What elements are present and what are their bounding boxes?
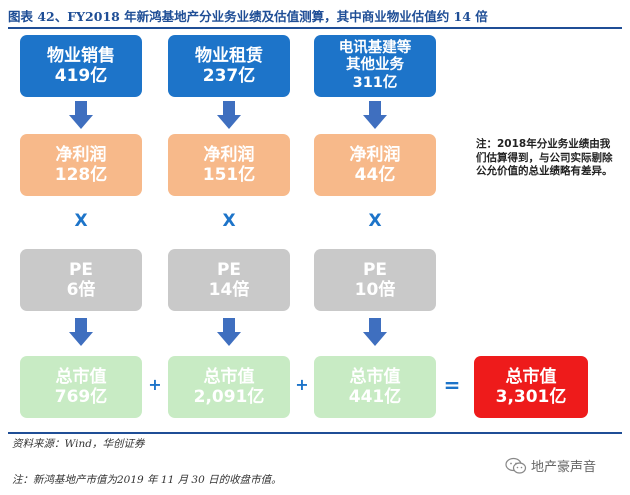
multiply-sign: X — [222, 211, 236, 231]
watermark: 地产豪声音 — [505, 456, 596, 475]
down-arrow-icon — [363, 318, 387, 346]
market-value-box-2: 总市值 2,091亿 — [168, 356, 290, 418]
pe-value: 10倍 — [354, 280, 396, 300]
down-arrow-icon — [363, 101, 387, 129]
segment-box-property-leasing: 物业租赁 237亿 — [168, 35, 290, 97]
market-value-value: 769亿 — [54, 387, 108, 407]
market-value-box-1: 总市值 769亿 — [20, 356, 142, 418]
segment-name: 电讯基建等 — [338, 39, 412, 56]
pe-box-2: PE 14倍 — [168, 249, 290, 311]
footnote-text: 注：新鸿基地产市值为2019 年 11 月 30 日的收盘市值。 — [12, 474, 282, 486]
plus-sign: + — [148, 375, 162, 394]
segment-value: 419亿 — [54, 66, 108, 86]
net-profit-value: 44亿 — [354, 165, 396, 185]
pe-label: PE — [68, 259, 94, 280]
market-value-label: 总市值 — [55, 366, 107, 387]
pe-value: 6倍 — [66, 280, 96, 300]
net-profit-value: 128亿 — [54, 165, 108, 185]
plus-sign: + — [295, 375, 309, 394]
source-divider — [8, 432, 622, 434]
source-text: 资料来源：Wind，华创证券 — [12, 438, 145, 450]
watermark-text: 地产豪声音 — [531, 460, 597, 475]
net-profit-box-2: 净利润 151亿 — [168, 134, 290, 196]
net-profit-label: 净利润 — [349, 144, 401, 165]
segment-box-property-sales: 物业销售 419亿 — [20, 35, 142, 97]
title-divider — [8, 27, 622, 29]
down-arrow-icon — [69, 101, 93, 129]
wechat-icon — [505, 457, 527, 474]
market-value-box-3: 总市值 441亿 — [314, 356, 436, 418]
pe-label: PE — [216, 259, 242, 280]
total-label: 总市值 — [505, 366, 557, 387]
segment-name: 物业销售 — [47, 45, 115, 66]
segment-box-telecom-infra-other: 电讯基建等 其他业务 311亿 — [314, 35, 436, 97]
figure-title: 图表 42、FY2018 年新鸿基地产分业务业绩及估值测算，其中商业物业估值约 … — [8, 9, 488, 24]
equals-sign: = — [443, 373, 461, 397]
total-value: 3,301亿 — [495, 387, 567, 407]
market-value-value: 2,091亿 — [193, 387, 265, 407]
pe-box-3: PE 10倍 — [314, 249, 436, 311]
net-profit-label: 净利润 — [55, 144, 107, 165]
estimate-note: 注：2018年分业务业绩由我们估算得到，与公司实际剔除公允价值的总业绩略有差异。 — [476, 138, 613, 178]
down-arrow-icon — [217, 318, 241, 346]
net-profit-box-3: 净利润 44亿 — [314, 134, 436, 196]
pe-value: 14倍 — [208, 280, 250, 300]
net-profit-value: 151亿 — [202, 165, 256, 185]
segment-value: 311亿 — [352, 74, 398, 91]
down-arrow-icon — [217, 101, 241, 129]
net-profit-label: 净利润 — [203, 144, 255, 165]
pe-label: PE — [362, 259, 388, 280]
segment-value: 237亿 — [202, 66, 256, 86]
down-arrow-icon — [69, 318, 93, 346]
segment-name: 物业租赁 — [195, 45, 263, 66]
market-value-value: 441亿 — [348, 387, 402, 407]
pe-box-1: PE 6倍 — [20, 249, 142, 311]
total-market-value-box: 总市值 3,301亿 — [474, 356, 588, 418]
market-value-label: 总市值 — [349, 366, 401, 387]
net-profit-box-1: 净利润 128亿 — [20, 134, 142, 196]
multiply-sign: X — [74, 211, 88, 231]
market-value-label: 总市值 — [203, 366, 255, 387]
multiply-sign: X — [368, 211, 382, 231]
segment-name-line2: 其他业务 — [346, 57, 404, 74]
